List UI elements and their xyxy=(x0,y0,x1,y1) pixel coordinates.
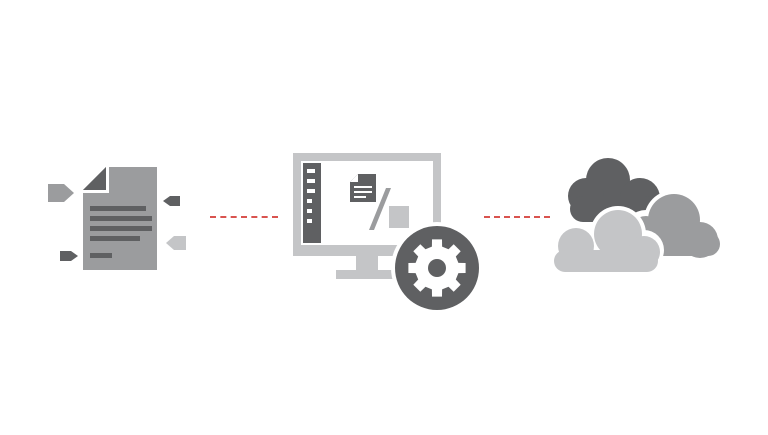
paper-fold xyxy=(83,167,106,190)
gear-icon xyxy=(408,239,466,297)
ghost-doc-icon xyxy=(389,206,409,228)
tag-icon-left-bottom xyxy=(60,251,78,261)
doc-line xyxy=(90,206,146,211)
document-node xyxy=(40,160,190,275)
paper-fold-edge xyxy=(83,167,109,193)
slash-divider xyxy=(369,188,391,230)
monitor-icon xyxy=(293,153,483,314)
monitor-node xyxy=(290,150,490,315)
small-doc-line xyxy=(354,196,366,198)
connector-dashed-line xyxy=(210,216,278,218)
small-doc-line xyxy=(354,186,372,188)
cloud-node xyxy=(548,158,726,278)
doc-line xyxy=(90,253,112,258)
sidebar-line xyxy=(307,209,312,213)
gear-hole xyxy=(428,259,446,277)
sidebar-line xyxy=(307,189,315,193)
monitor-neck xyxy=(356,256,378,270)
doc-line xyxy=(90,216,152,221)
cloud-light xyxy=(554,210,660,272)
tag-icon-right-bottom xyxy=(166,236,186,250)
document-icon xyxy=(48,167,186,270)
doc-line xyxy=(90,226,152,231)
sidebar-line xyxy=(307,199,312,203)
sidebar-line xyxy=(307,169,315,173)
connector-dashed-line xyxy=(484,216,550,218)
cloud-icon xyxy=(550,158,724,276)
small-doc-line xyxy=(354,191,372,193)
sidebar-line xyxy=(307,179,315,183)
monitor-base xyxy=(336,270,398,279)
tag-icon-left-top xyxy=(48,184,74,202)
sidebar-line xyxy=(307,219,312,223)
doc-line xyxy=(90,236,140,241)
tag-icon-right-top xyxy=(163,196,180,206)
small-doc-fold xyxy=(350,174,358,182)
